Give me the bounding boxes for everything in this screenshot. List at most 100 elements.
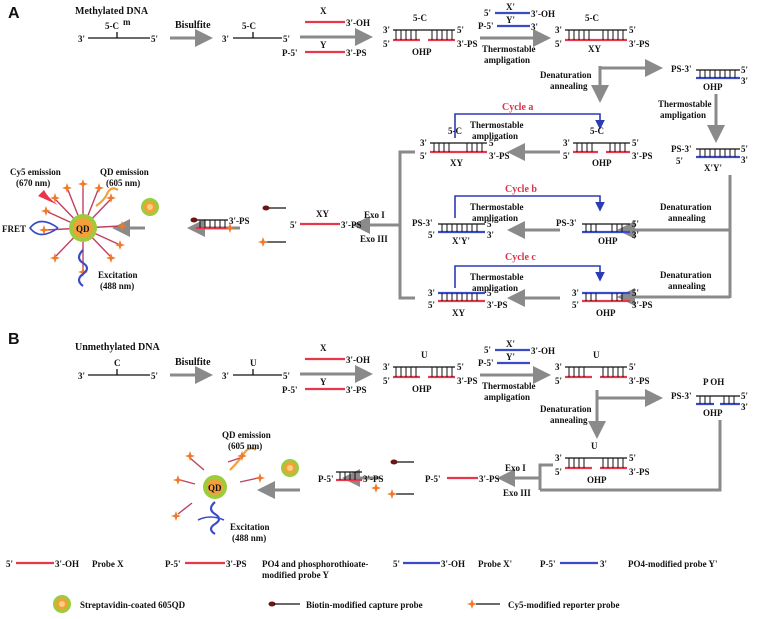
three-end: 3' [78, 34, 85, 44]
ampligation-b: ampligation [472, 213, 518, 223]
cy5-emission: Cy5 emission [10, 167, 61, 177]
five-ca2: 5' [632, 138, 639, 148]
ohp-cb: OHP [598, 236, 618, 246]
lg-yp-start: P-5' [540, 559, 556, 569]
ps3-br: PS-3' [671, 391, 692, 401]
ohp-db3: OHP [587, 475, 607, 485]
thermostable-1: Thermostable [482, 44, 536, 54]
lg-reporter-desc: Cy5-modified reporter probe [508, 600, 620, 610]
unmethylated-dna-label: Unmethylated DNA [75, 342, 160, 353]
three-b1: 3' [78, 371, 85, 381]
five-cc: 5' [572, 300, 579, 310]
p5-ypb: P-5' [478, 358, 494, 368]
m-sup: m [123, 17, 131, 27]
legend-qd: Streptavidin-coated 605QD [53, 595, 186, 613]
duplex-cycle-c-right: 3' 5' 5' 3'-PS OHP [572, 288, 653, 318]
ampligation-a: ampligation [472, 131, 518, 141]
ps-db2: 3'-PS [629, 376, 650, 386]
annealing-1: annealing [550, 81, 588, 91]
five-b1: 5' [151, 371, 158, 381]
lg-py-start: P-5' [165, 559, 181, 569]
xpyp-cbl: X'Y' [452, 236, 470, 246]
ps-cal: 3'-PS [489, 151, 510, 161]
five-cm-label: 5-C [105, 21, 119, 31]
ps-db3: 3'-PS [629, 467, 650, 477]
probes-xpyp-a: 5' X' 3'-OH P-5' Y' 3' Thermostable ampl… [478, 2, 555, 65]
ampligation-b2: ampligation [484, 392, 530, 402]
xy-ccl: XY [452, 308, 465, 318]
exo1-a: Exo I [364, 210, 385, 220]
five-end-4: 5' [555, 39, 562, 49]
three-yp: 3' [531, 22, 538, 32]
oh-label: 3'-OH [346, 18, 370, 28]
oh-xpb: 3'-OH [531, 346, 555, 356]
ps-label-3: 3'-PS [457, 39, 478, 49]
three-end-2: 3' [222, 34, 229, 44]
exc-nm-b: (488 nm) [232, 533, 266, 543]
lg-five-xp: 5' [393, 559, 400, 569]
capture-reporter-a [258, 205, 286, 247]
unligated-b: P-5' 3'-PS [425, 474, 500, 484]
ligated-xy-a: XY 5' 3'-PS [290, 209, 362, 230]
qd-text-a: QD [76, 224, 90, 234]
ps3-cbl: PS-3' [412, 218, 433, 228]
p5-b: P-5' [282, 385, 298, 395]
three-db2: 3' [555, 362, 562, 372]
annealing-b2: annealing [550, 415, 588, 425]
p5-yp: P-5' [478, 21, 494, 31]
thermostable-b2: Thermostable [482, 381, 536, 391]
exo3-b: Exo III [503, 488, 531, 498]
duplex-right-2: PS-3' 5' 3' 5' X'Y' [671, 144, 748, 173]
c-label: C [114, 358, 121, 368]
ps3-cb: PS-3' [556, 218, 577, 228]
probe-x-label: X [320, 6, 327, 16]
oh-b: 3'-OH [346, 355, 370, 365]
ps3-2: PS-3' [671, 144, 692, 154]
qd-nm-a: (605 nm) [106, 178, 140, 188]
thermostable-a: Thermostable [470, 120, 524, 130]
bisulfite-label-b: Bisulfite [175, 357, 211, 368]
qd-emission-a: QD emission [100, 167, 149, 177]
duplex-cycle-b-right: PS-3' 5' 3' OHP [556, 218, 639, 246]
five-cal2: 5' [489, 138, 496, 148]
u-b3: U [591, 441, 598, 451]
duplex-cycle-a-left: 5-C 3' 5' 5' 3'-PS XY [420, 126, 510, 168]
five-r2b: 5' [676, 156, 683, 166]
five-ccl2: 5' [487, 288, 494, 298]
capture-reporter-b [387, 459, 414, 499]
five-cm-label-4: 5-C [585, 13, 599, 23]
qd-nm-b: (605 nm) [228, 441, 262, 451]
ps-label-4: 3'-PS [629, 39, 650, 49]
three-db1: 3' [383, 362, 390, 372]
probes-xy-b: X 3'-OH Y P-5' 3'-PS [282, 343, 373, 395]
xy-label-1: XY [588, 44, 601, 54]
lg-qd-desc: Streptavidin-coated 605QD [80, 600, 186, 610]
three-ccl: 3' [428, 288, 435, 298]
p5-ub: P-5' [425, 474, 441, 484]
xy-lig: XY [316, 209, 329, 219]
sandwich-b: P-5' 3'-PS [318, 471, 384, 493]
ps-b: 3'-PS [346, 385, 367, 395]
cycle-c: Cycle c Thermostable ampligation [454, 252, 605, 307]
five-ccl: 5' [428, 300, 435, 310]
duplex-cycle-b-left: PS-3' 5' 3' 5' X'Y' [412, 218, 494, 246]
y-b: Y [320, 377, 327, 387]
five-end-3b: 5' [457, 25, 464, 35]
duplex-b1: U 3' 5' 5' 3'-PS OHP [383, 350, 478, 394]
x-b: X [320, 343, 327, 353]
lg-py-end: 3'-PS [226, 559, 247, 569]
three-b2: 3' [222, 371, 229, 381]
annealing-c: annealing [668, 281, 706, 291]
lg-py-desc1: PO4 and phosphorothioate- [262, 559, 368, 569]
qd-assembly-b: QD [171, 447, 265, 535]
duplex-b2: U 3' 5' 5' 3'-PS [555, 350, 650, 386]
xp-label: X' [506, 2, 515, 12]
lg-probe-xp: Probe X' [478, 559, 512, 569]
three-db3: 3' [555, 453, 562, 463]
ps3-1: PS-3' [671, 64, 692, 74]
u-b1: U [421, 350, 428, 360]
five-xpb: 5' [484, 345, 491, 355]
ampligation-c: ampligation [472, 283, 518, 293]
